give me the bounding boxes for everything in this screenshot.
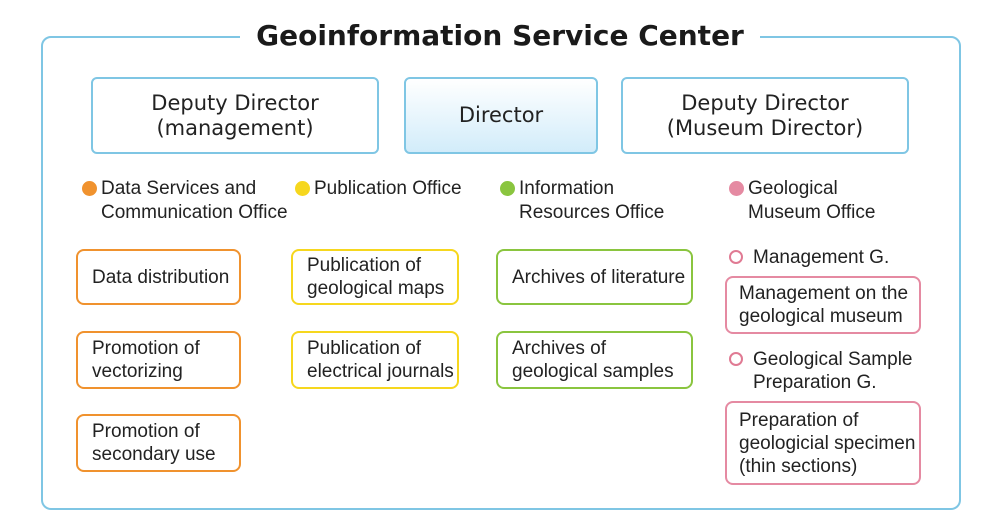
yellow-dot-icon (295, 181, 310, 196)
item-data-distribution: Data distribution (76, 249, 241, 305)
director-box: Director (404, 77, 598, 154)
deputy-director-management-box: Deputy Director (management) (91, 77, 379, 154)
orange-dot-icon (82, 181, 97, 196)
office-label-data-services: Data Services and Communication Office (101, 178, 288, 223)
item-publication-electrical-journals: Publication of electrical journals (291, 331, 459, 389)
item-publication-geological-maps: Publication of geological maps (291, 249, 459, 305)
deputy-director-museum-box: Deputy Director (Museum Director) (621, 77, 909, 154)
item-management-museum: Management on the geological museum (725, 276, 921, 334)
item-preparation-specimen: Preparation of geologicial specimen (thi… (725, 401, 921, 485)
item-promotion-vectorizing: Promotion of vectorizing (76, 331, 241, 389)
pink-dot-icon (729, 181, 744, 196)
ring-icon (729, 250, 743, 264)
item-archives-literature: Archives of literature (496, 249, 693, 305)
office-label-publication: Publication Office (314, 178, 462, 199)
item-promotion-secondary-use: Promotion of secondary use (76, 414, 241, 472)
page-title: Geoinformation Service Center (240, 14, 760, 58)
office-label-information-resources: Information Resources Office (519, 178, 665, 223)
item-archives-geological-samples: Archives of geological samples (496, 331, 693, 389)
green-dot-icon (500, 181, 515, 196)
group-label-management: Management G. (753, 247, 890, 268)
office-label-geological-museum: Geological Museum Office (748, 178, 876, 223)
group-label-sample-preparation: Geological Sample Preparation G. (753, 349, 913, 393)
ring-icon (729, 352, 743, 366)
